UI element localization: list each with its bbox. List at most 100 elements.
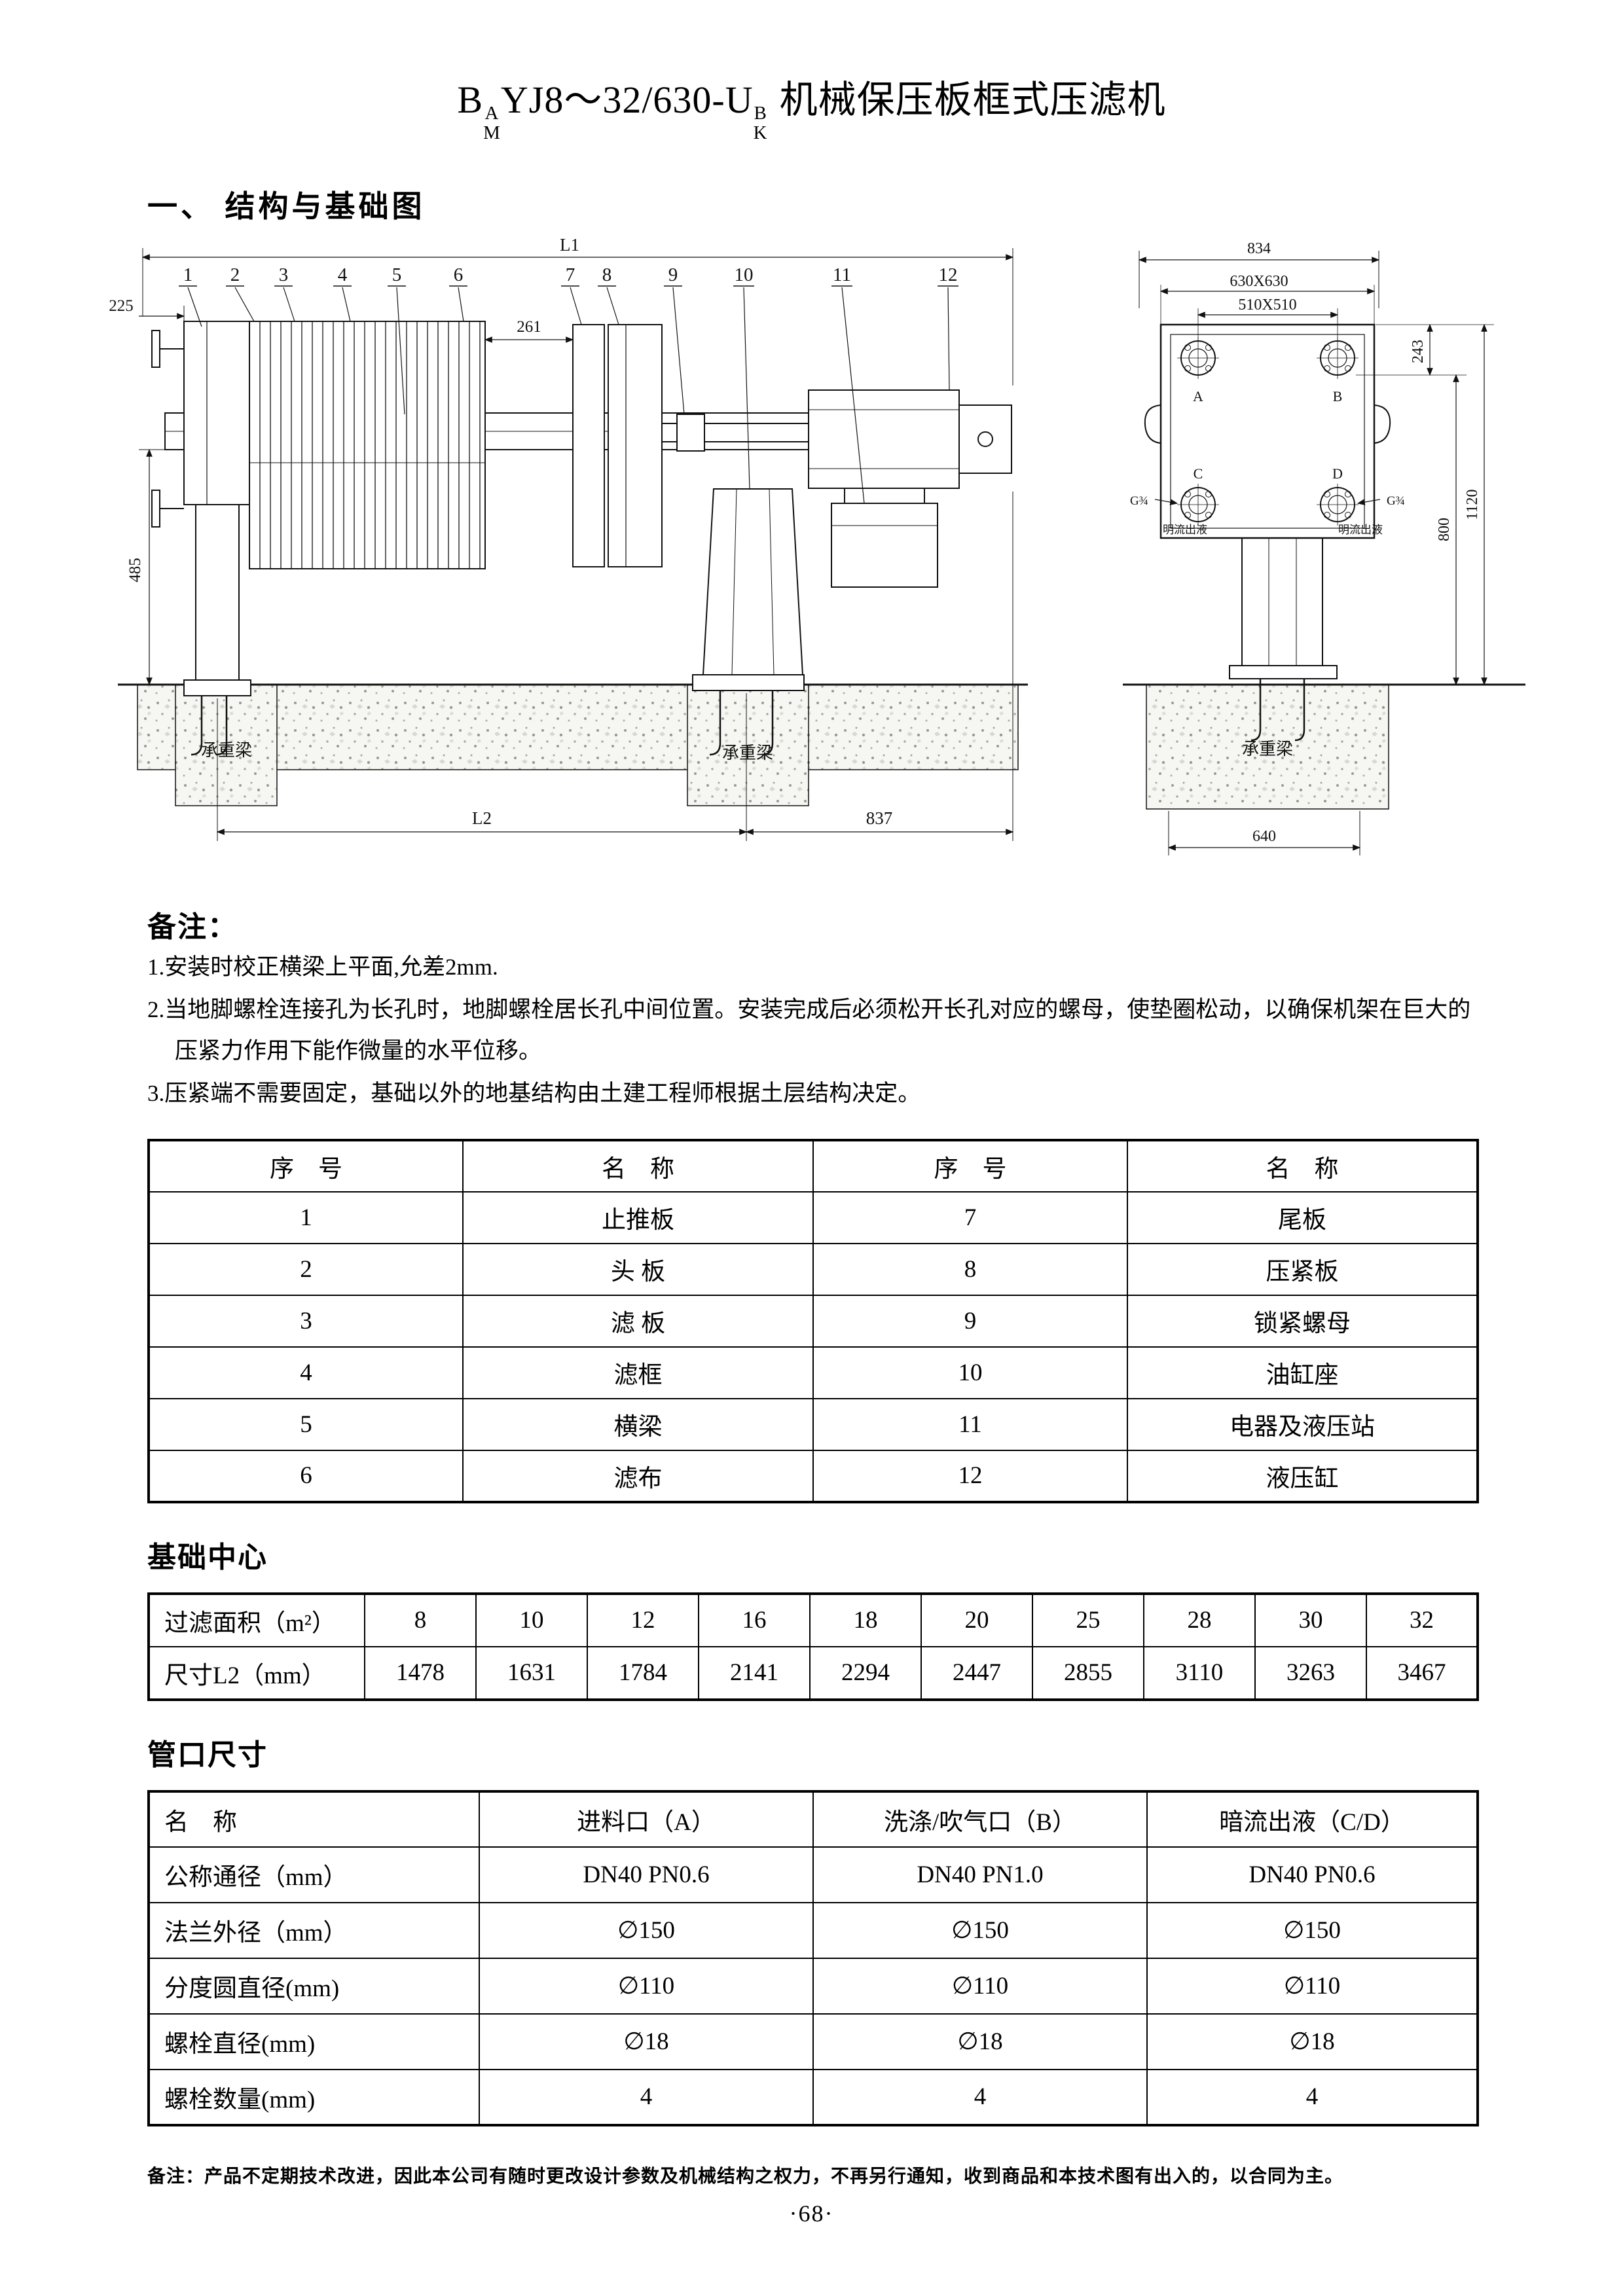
table-cell: 油缸座: [1127, 1346, 1478, 1399]
cylinder-stand: [692, 488, 805, 691]
table-row: 6 滤布 12 液压缸: [148, 1449, 1478, 1503]
lifting-lug-left: [1144, 404, 1161, 444]
page-number: ·68·: [789, 2200, 834, 2227]
table-row: 3 滤 板 9 锁紧螺母: [148, 1294, 1478, 1348]
table-row: 法兰外径（mm） ∅150 ∅150 ∅150: [148, 1901, 1478, 1959]
table-cell: 28: [1143, 1592, 1256, 1647]
pipe-port-c: [1177, 483, 1219, 526]
row-label: 法兰外径（mm）: [148, 1901, 480, 1959]
table-cell: 3110: [1143, 1645, 1256, 1700]
dimension-lines: [139, 247, 1014, 841]
table-cell: 2855: [1032, 1645, 1144, 1700]
dimension-lines-end: [1138, 250, 1496, 855]
table-cell: 横梁: [462, 1397, 814, 1451]
table-cell: 18: [809, 1592, 922, 1647]
section-heading-structure: 一、 结构与基础图: [147, 189, 426, 223]
thread-label-right: G¾: [1387, 494, 1405, 508]
callout-7: 7: [566, 264, 575, 285]
col-header: 名 称: [462, 1139, 814, 1193]
table-cell: 6: [148, 1449, 464, 1503]
machine-side-view: [151, 320, 1012, 756]
dim-800-label: 800: [1436, 518, 1453, 541]
table-cell: 10: [475, 1592, 588, 1647]
row-label: 尺寸L2（mm）: [148, 1645, 365, 1700]
callout-12: 12: [939, 264, 958, 285]
filter-plate-stack: [249, 320, 486, 569]
dim-834-label: 834: [1247, 240, 1271, 257]
callout-4: 4: [338, 264, 348, 285]
table-cell: 4: [1146, 2068, 1478, 2126]
note-item-2: 2.当地脚螺栓连接孔为长孔时，地脚螺栓居长孔中间位置。安装完成后必须松开长孔对应…: [147, 996, 1471, 1064]
end-view-drawing: 834 630X630 510X510 243 800 1120 640 A B…: [1123, 240, 1525, 855]
table-cell: ∅150: [479, 1901, 814, 1959]
table-cell: 液压缸: [1127, 1449, 1478, 1503]
table-cell: 锁紧螺母: [1127, 1294, 1478, 1348]
table-row: 1 止推板 7 尾板: [148, 1191, 1478, 1244]
pipe-table: 名 称 进料口（A） 洗涤/吹气口（B） 暗流出液（C/D） 公称通径（mm） …: [147, 1789, 1479, 2126]
row-label: 螺栓直径(mm): [148, 2013, 480, 2070]
title-machine-name: 机械保压板框式压滤机: [779, 79, 1166, 121]
title-sub-2: K: [753, 122, 768, 144]
note-item-3: 3.压紧端不需要固定，基础以外的地基结构由土建工程师根据土层结构决定。: [147, 1080, 921, 1106]
pedestal: [1229, 537, 1338, 679]
hydraulic-station-box: [831, 488, 938, 588]
callout-1: 1: [183, 264, 193, 285]
ram-rod-and-lock-nut: [661, 413, 811, 452]
dim-1120-label: 1120: [1464, 489, 1481, 520]
dim-510-label: 510X510: [1238, 296, 1296, 314]
table-cell: ∅18: [479, 2013, 814, 2070]
table-cell: 滤 板: [462, 1294, 814, 1348]
anchor-bolts-end: [1250, 678, 1305, 742]
row-label: 分度圆直径(mm): [148, 1957, 480, 2015]
bearing-beam-label-mid: 承重梁: [722, 744, 773, 762]
table-cell: 电器及液压站: [1127, 1397, 1478, 1451]
table-cell: DN40 PN1.0: [812, 1846, 1148, 1903]
table-cell: 3: [148, 1294, 464, 1348]
hydraulic-cylinder: [808, 389, 1012, 489]
outflow-label-right: 明流出液: [1338, 524, 1383, 536]
table-cell: 头 板: [462, 1242, 814, 1296]
dim-640-label: 640: [1252, 828, 1276, 845]
pipe-heading: 管口尺寸: [147, 1738, 268, 1771]
dim-630-label: 630X630: [1230, 273, 1288, 290]
table-cell: 11: [812, 1397, 1128, 1451]
table-cell: 滤布: [462, 1449, 814, 1503]
table-cell: 2447: [921, 1645, 1033, 1700]
callout-6: 6: [454, 264, 464, 285]
table-cell: 7: [812, 1191, 1128, 1244]
table-row: 序 号 名 称 序 号 名 称: [148, 1139, 1478, 1193]
title-model-mid: YJ8～32/630-U: [500, 79, 754, 121]
lifting-lug-right: [1374, 404, 1391, 444]
pipe-port-a: [1177, 336, 1219, 379]
callout-9: 9: [668, 264, 678, 285]
table-cell: 32: [1366, 1592, 1478, 1647]
dim-l1-label: L1: [560, 235, 579, 255]
thread-label-left: G¾: [1130, 494, 1148, 508]
technical-drawings: L1 225 261 485 L2 837 承重梁 承重梁 1 2 3 4 5 …: [109, 230, 1525, 888]
row-label: 公称通径（mm）: [148, 1846, 480, 1903]
pipe-port-b: [1317, 336, 1359, 379]
table-cell: 10: [812, 1346, 1128, 1399]
table-cell: ∅110: [479, 1957, 814, 2015]
table-cell: 5: [148, 1397, 464, 1451]
callout-leaders: [179, 285, 958, 503]
callout-11: 11: [833, 264, 851, 285]
col-header: 序 号: [812, 1139, 1128, 1193]
col-header: 进料口（A）: [479, 1790, 814, 1848]
table-row: 分度圆直径(mm) ∅110 ∅110 ∅110: [148, 1957, 1478, 2015]
table-row: 尺寸L2（mm） 1478 1631 1784 2141 2294 2447 2…: [148, 1645, 1478, 1700]
port-label-c: C: [1194, 465, 1203, 482]
side-view-drawing: L1 225 261 485 L2 837 承重梁 承重梁 1 2 3 4 5 …: [109, 235, 1028, 841]
table-cell: ∅150: [1146, 1901, 1478, 1959]
table-cell: 12: [812, 1449, 1128, 1503]
table-cell: 8: [812, 1242, 1128, 1296]
foundation-concrete: [118, 683, 1028, 806]
callout-10: 10: [735, 264, 754, 285]
table-cell: 30: [1254, 1592, 1367, 1647]
table-cell: ∅110: [1146, 1957, 1478, 2015]
table-cell: ∅18: [812, 2013, 1148, 2070]
foundation-heading: 基础中心: [147, 1541, 268, 1573]
title-sub-1: M: [483, 122, 501, 144]
